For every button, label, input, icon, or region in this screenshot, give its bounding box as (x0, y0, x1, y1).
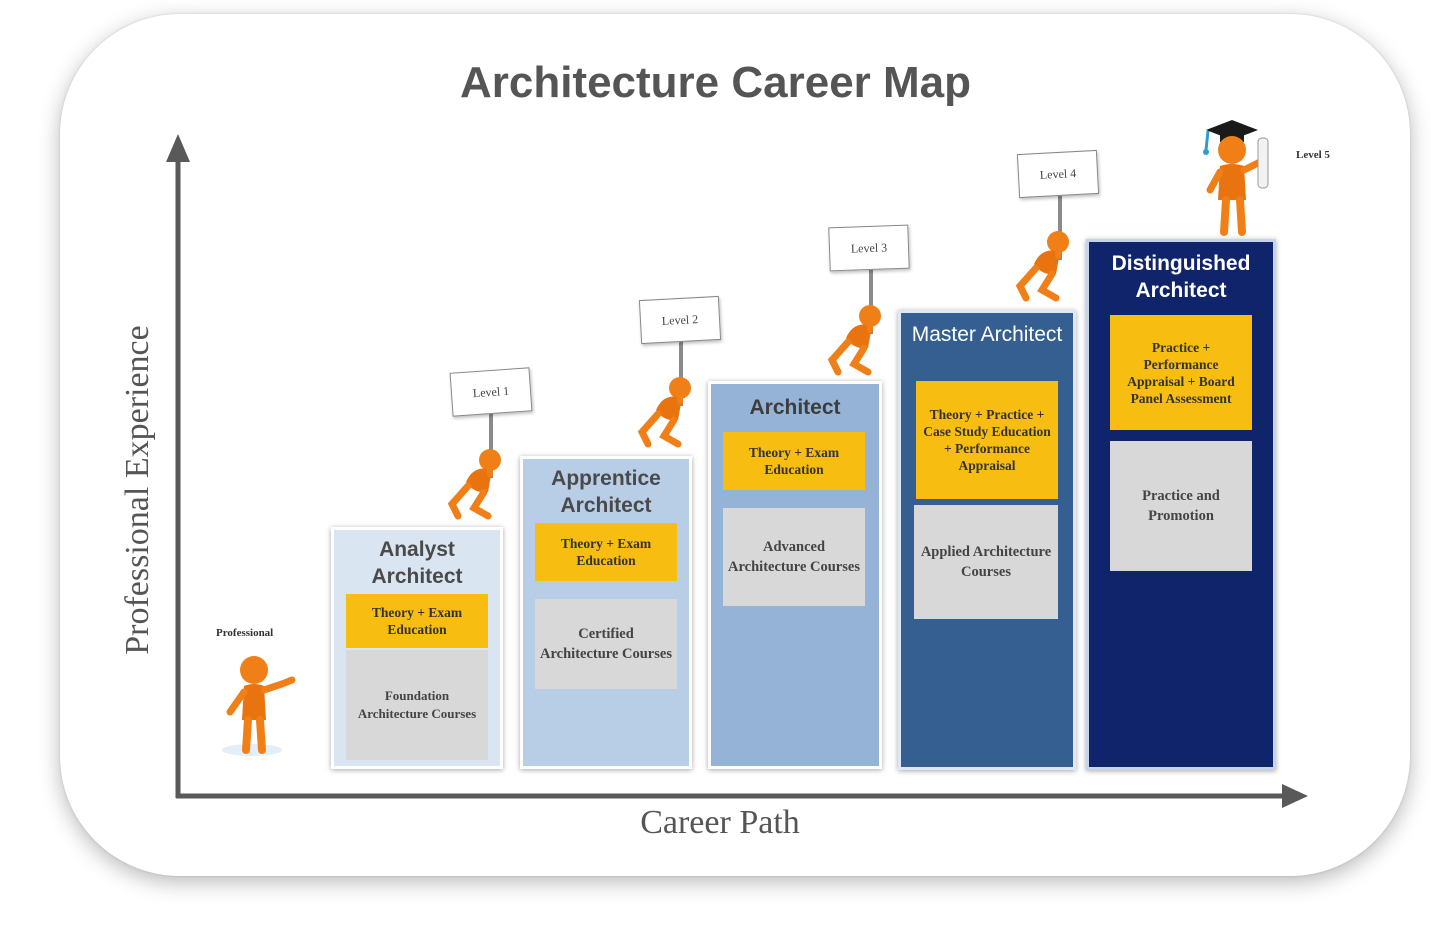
step-title: Distinguished Architect (1111, 252, 1251, 302)
education-box: Theory + Exam Education (723, 432, 865, 490)
y-axis-label: Professional Experience (119, 325, 156, 655)
step-title: Apprentice Architect (551, 467, 661, 517)
courses-box: Advanced Architecture Courses (723, 508, 865, 606)
step-title: Architect (749, 396, 841, 419)
level-sign: Level 3 (828, 224, 910, 272)
level-sign: Level 1 (449, 367, 533, 417)
climbing-figure-icon (447, 449, 501, 520)
step-apprentice-architect: Apprentice Architect Theory + Exam Educa… (520, 456, 692, 769)
step-master-architect: Master Architect Theory + Practice + Cas… (898, 310, 1076, 770)
step-architect: Architect Theory + Exam Education Advanc… (708, 381, 882, 769)
education-box: Practice + Performance Appraisal + Board… (1110, 315, 1252, 430)
step-analyst-architect: Analyst Architect Theory + Exam Educatio… (331, 527, 503, 769)
level-sign: Level 2 (638, 295, 722, 345)
sign-post (869, 270, 873, 334)
courses-box: Certified Architecture Courses (535, 599, 677, 689)
level-label: Level 5 (1296, 149, 1330, 161)
climbing-figure-icon (827, 305, 881, 376)
education-box: Theory + Practice + Case Study Education… (916, 381, 1058, 499)
level-sign: Level 4 (1016, 149, 1100, 199)
step-title: Master Architect (911, 323, 1063, 346)
y-axis-arrow-icon (166, 134, 190, 162)
sign-post (679, 342, 683, 406)
climbing-figure-icon (637, 377, 691, 448)
sign-post (489, 414, 493, 478)
step-title: Analyst Architect (371, 538, 463, 588)
graduate-figure-icon (1203, 120, 1269, 236)
education-box: Theory + Exam Education (346, 594, 488, 648)
courses-box: Foundation Architecture Courses (346, 650, 488, 760)
professional-figure-icon (222, 656, 296, 756)
education-box: Theory + Exam Education (535, 523, 677, 581)
sign-post (1058, 196, 1062, 260)
page-title: Architecture Career Map (459, 58, 972, 107)
courses-box: Practice and Promotion (1110, 441, 1252, 571)
x-axis-arrow-icon (1282, 784, 1308, 808)
step-distinguished-architect: Distinguished Architect Practice + Perfo… (1086, 239, 1276, 770)
start-label: Professional (216, 627, 274, 639)
climbing-figure-icon (1015, 231, 1069, 302)
courses-box: Applied Architecture Courses (914, 505, 1058, 619)
x-axis-label: Career Path (640, 804, 800, 841)
